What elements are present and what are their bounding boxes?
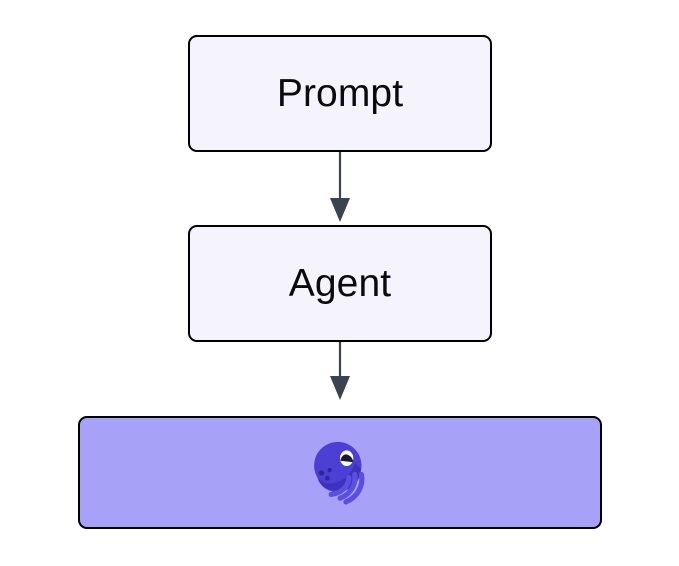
node-tool[interactable] — [78, 416, 602, 529]
node-agent-label: Agent — [288, 262, 392, 305]
node-prompt[interactable]: Prompt — [188, 35, 492, 152]
node-agent[interactable]: Agent — [188, 225, 492, 342]
edge-prompt-agent — [330, 152, 350, 222]
node-prompt-label: Prompt — [276, 72, 404, 115]
edge-agent-tool — [330, 342, 350, 400]
octopus-icon — [314, 441, 365, 504]
